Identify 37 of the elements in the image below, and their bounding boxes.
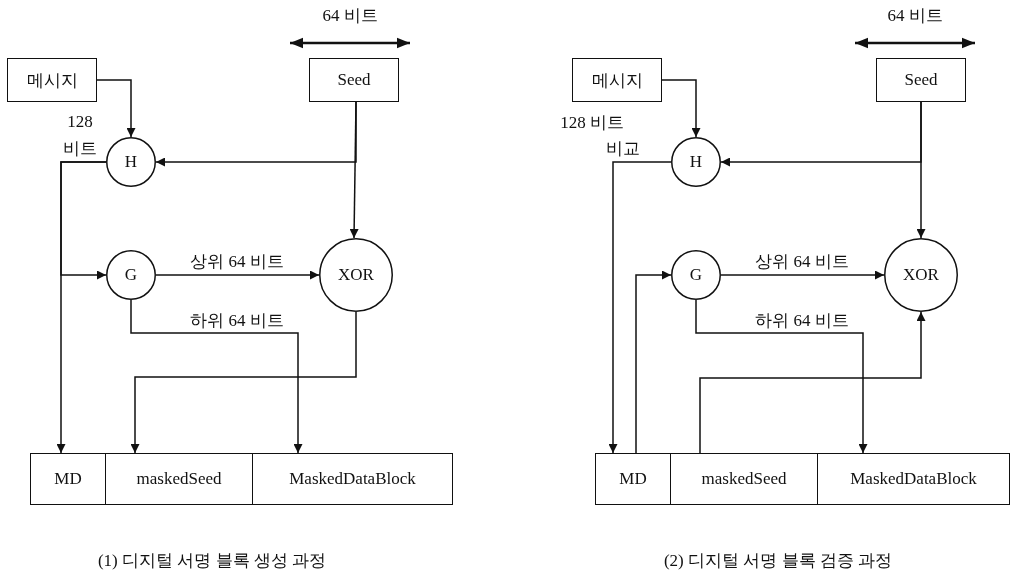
message-box: 메시지 bbox=[7, 58, 97, 102]
field-cell: MaskedDataBlock bbox=[252, 453, 453, 505]
field-cell: MD bbox=[595, 453, 671, 505]
hash-function-circle: H bbox=[106, 137, 156, 187]
message-box: 메시지 bbox=[572, 58, 662, 102]
bit-width-label: 비트 bbox=[63, 137, 97, 160]
mask-function-circle: G bbox=[106, 250, 156, 300]
comparison-label: 비교 bbox=[606, 137, 640, 160]
arrow bbox=[130, 299, 303, 454]
hash-function-circle: H bbox=[671, 137, 721, 187]
arrow bbox=[130, 311, 357, 454]
caption: (1) 디지털 서명 블록 생성 과정 bbox=[97, 549, 327, 572]
arrow bbox=[635, 270, 672, 454]
arrow bbox=[608, 161, 672, 454]
arrow bbox=[60, 161, 107, 280]
bit-width-label: 128 비트 bbox=[560, 111, 624, 134]
arrow bbox=[695, 299, 868, 454]
mask-function-circle: G bbox=[671, 250, 721, 300]
field-cell: maskedSeed bbox=[105, 453, 253, 505]
seed-box: Seed bbox=[309, 58, 399, 102]
arrow bbox=[661, 79, 701, 138]
bit-width-label: 64 비트 bbox=[322, 4, 378, 27]
field-cell: MaskedDataBlock bbox=[817, 453, 1010, 505]
xor-circle: XOR bbox=[884, 238, 958, 312]
arrow bbox=[699, 311, 926, 454]
seed-box: Seed bbox=[876, 58, 966, 102]
caption: (2) 디지털 서명 블록 검증 과정 bbox=[663, 549, 893, 572]
field-cell: MD bbox=[30, 453, 106, 505]
bit-width-label: 128 bbox=[67, 112, 93, 132]
bit-width-label: 64 비트 bbox=[887, 4, 943, 27]
arrow bbox=[349, 101, 359, 239]
arrow bbox=[155, 270, 320, 280]
xor-circle: XOR bbox=[319, 238, 393, 312]
arrow bbox=[916, 101, 926, 239]
field-cell: maskedSeed bbox=[670, 453, 818, 505]
arrow bbox=[720, 270, 885, 280]
arrow bbox=[96, 79, 136, 138]
